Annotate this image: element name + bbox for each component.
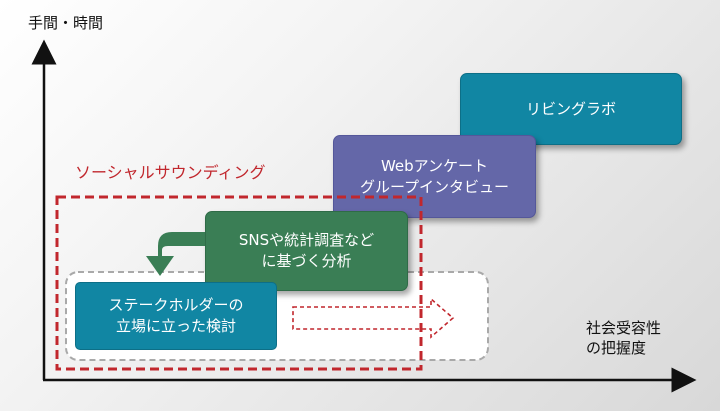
living-lab-box: リビングラボ <box>460 73 682 145</box>
stakeholder-review-label: ステークホルダーの 立場に立った検討 <box>108 296 244 335</box>
green-curved-arrow <box>146 232 205 276</box>
sns-analysis-label: SNSや統計調査など に基づく分析 <box>238 231 375 270</box>
y-axis-label: 手間・時間 <box>28 14 104 32</box>
x-axis-label: 社会受容性 の把握度 <box>586 319 662 357</box>
web-survey-label: Webアンケート グループインタビュー <box>359 156 510 196</box>
living-lab-label: リビングラボ <box>525 99 616 118</box>
social-sounding-frame <box>55 195 423 371</box>
web-survey-box: Webアンケート グループインタビュー <box>333 135 536 218</box>
sns-analysis-box: SNSや統計調査など に基づく分析 <box>205 211 408 291</box>
social-sounding-label: ソーシャルサウンディング <box>75 163 266 182</box>
red-dashed-arrow <box>292 297 455 339</box>
stakeholder-review-box: ステークホルダーの 立場に立った検討 <box>75 282 277 350</box>
